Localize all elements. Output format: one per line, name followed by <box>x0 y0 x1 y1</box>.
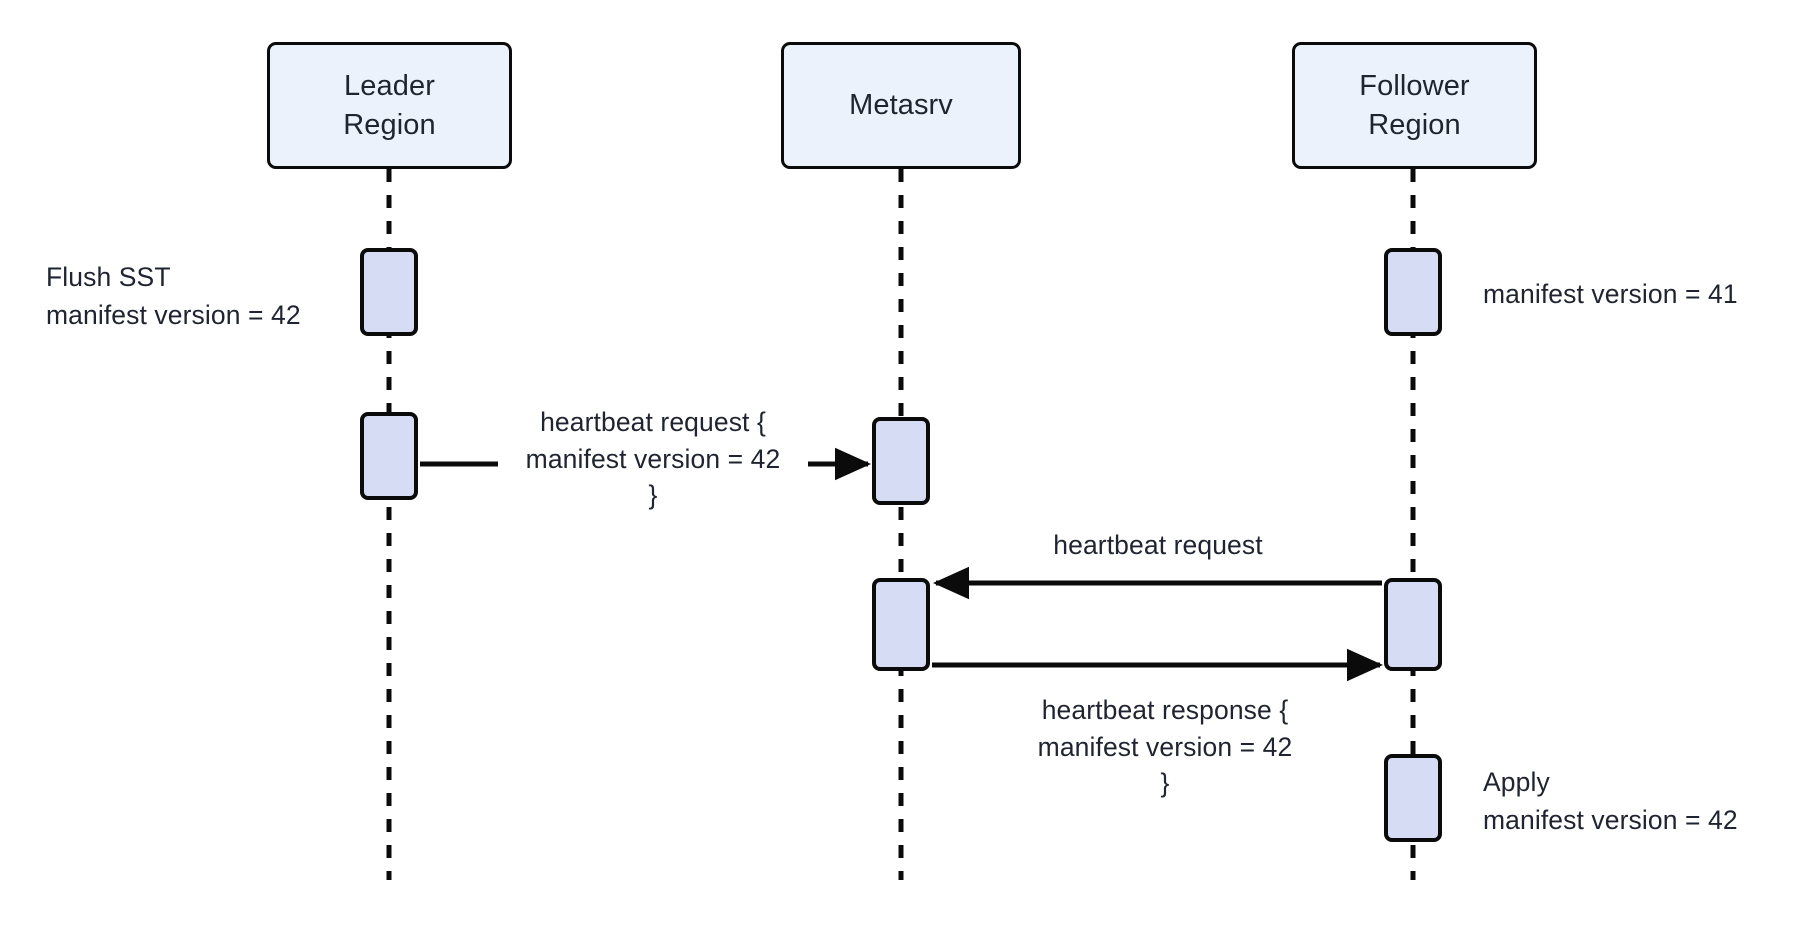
participant-metasrv[interactable]: Metasrv <box>781 42 1021 169</box>
participant-follower-region[interactable]: Follower Region <box>1292 42 1537 169</box>
note-follower-manifest-version: manifest version = 41 <box>1483 279 1738 309</box>
activation-follower-exchange[interactable] <box>1384 578 1442 671</box>
note-flush-sst: Flush SST manifest version = 42 <box>46 262 301 331</box>
participant-label: Follower Region <box>1359 70 1470 141</box>
activation-metasrv-receive[interactable] <box>872 417 930 505</box>
note-apply-manifest-version: Apply manifest version = 42 <box>1483 767 1738 836</box>
message-label-heartbeat-response: heartbeat response { manifest version = … <box>1037 695 1293 799</box>
participant-label: Metasrv <box>849 89 953 122</box>
participant-leader-region[interactable]: Leader Region <box>267 42 512 169</box>
activation-follower-initial[interactable] <box>1384 248 1442 336</box>
activation-follower-apply[interactable] <box>1384 754 1442 842</box>
activation-leader-flush[interactable] <box>360 248 418 336</box>
participant-label: Leader Region <box>343 70 436 141</box>
message-label-heartbeat-request-follower: heartbeat request <box>1002 527 1314 564</box>
activation-leader-heartbeat[interactable] <box>360 412 418 500</box>
activation-metasrv-exchange[interactable] <box>872 578 930 671</box>
message-label-heartbeat-request-leader: heartbeat request { manifest version = 4… <box>498 404 808 514</box>
